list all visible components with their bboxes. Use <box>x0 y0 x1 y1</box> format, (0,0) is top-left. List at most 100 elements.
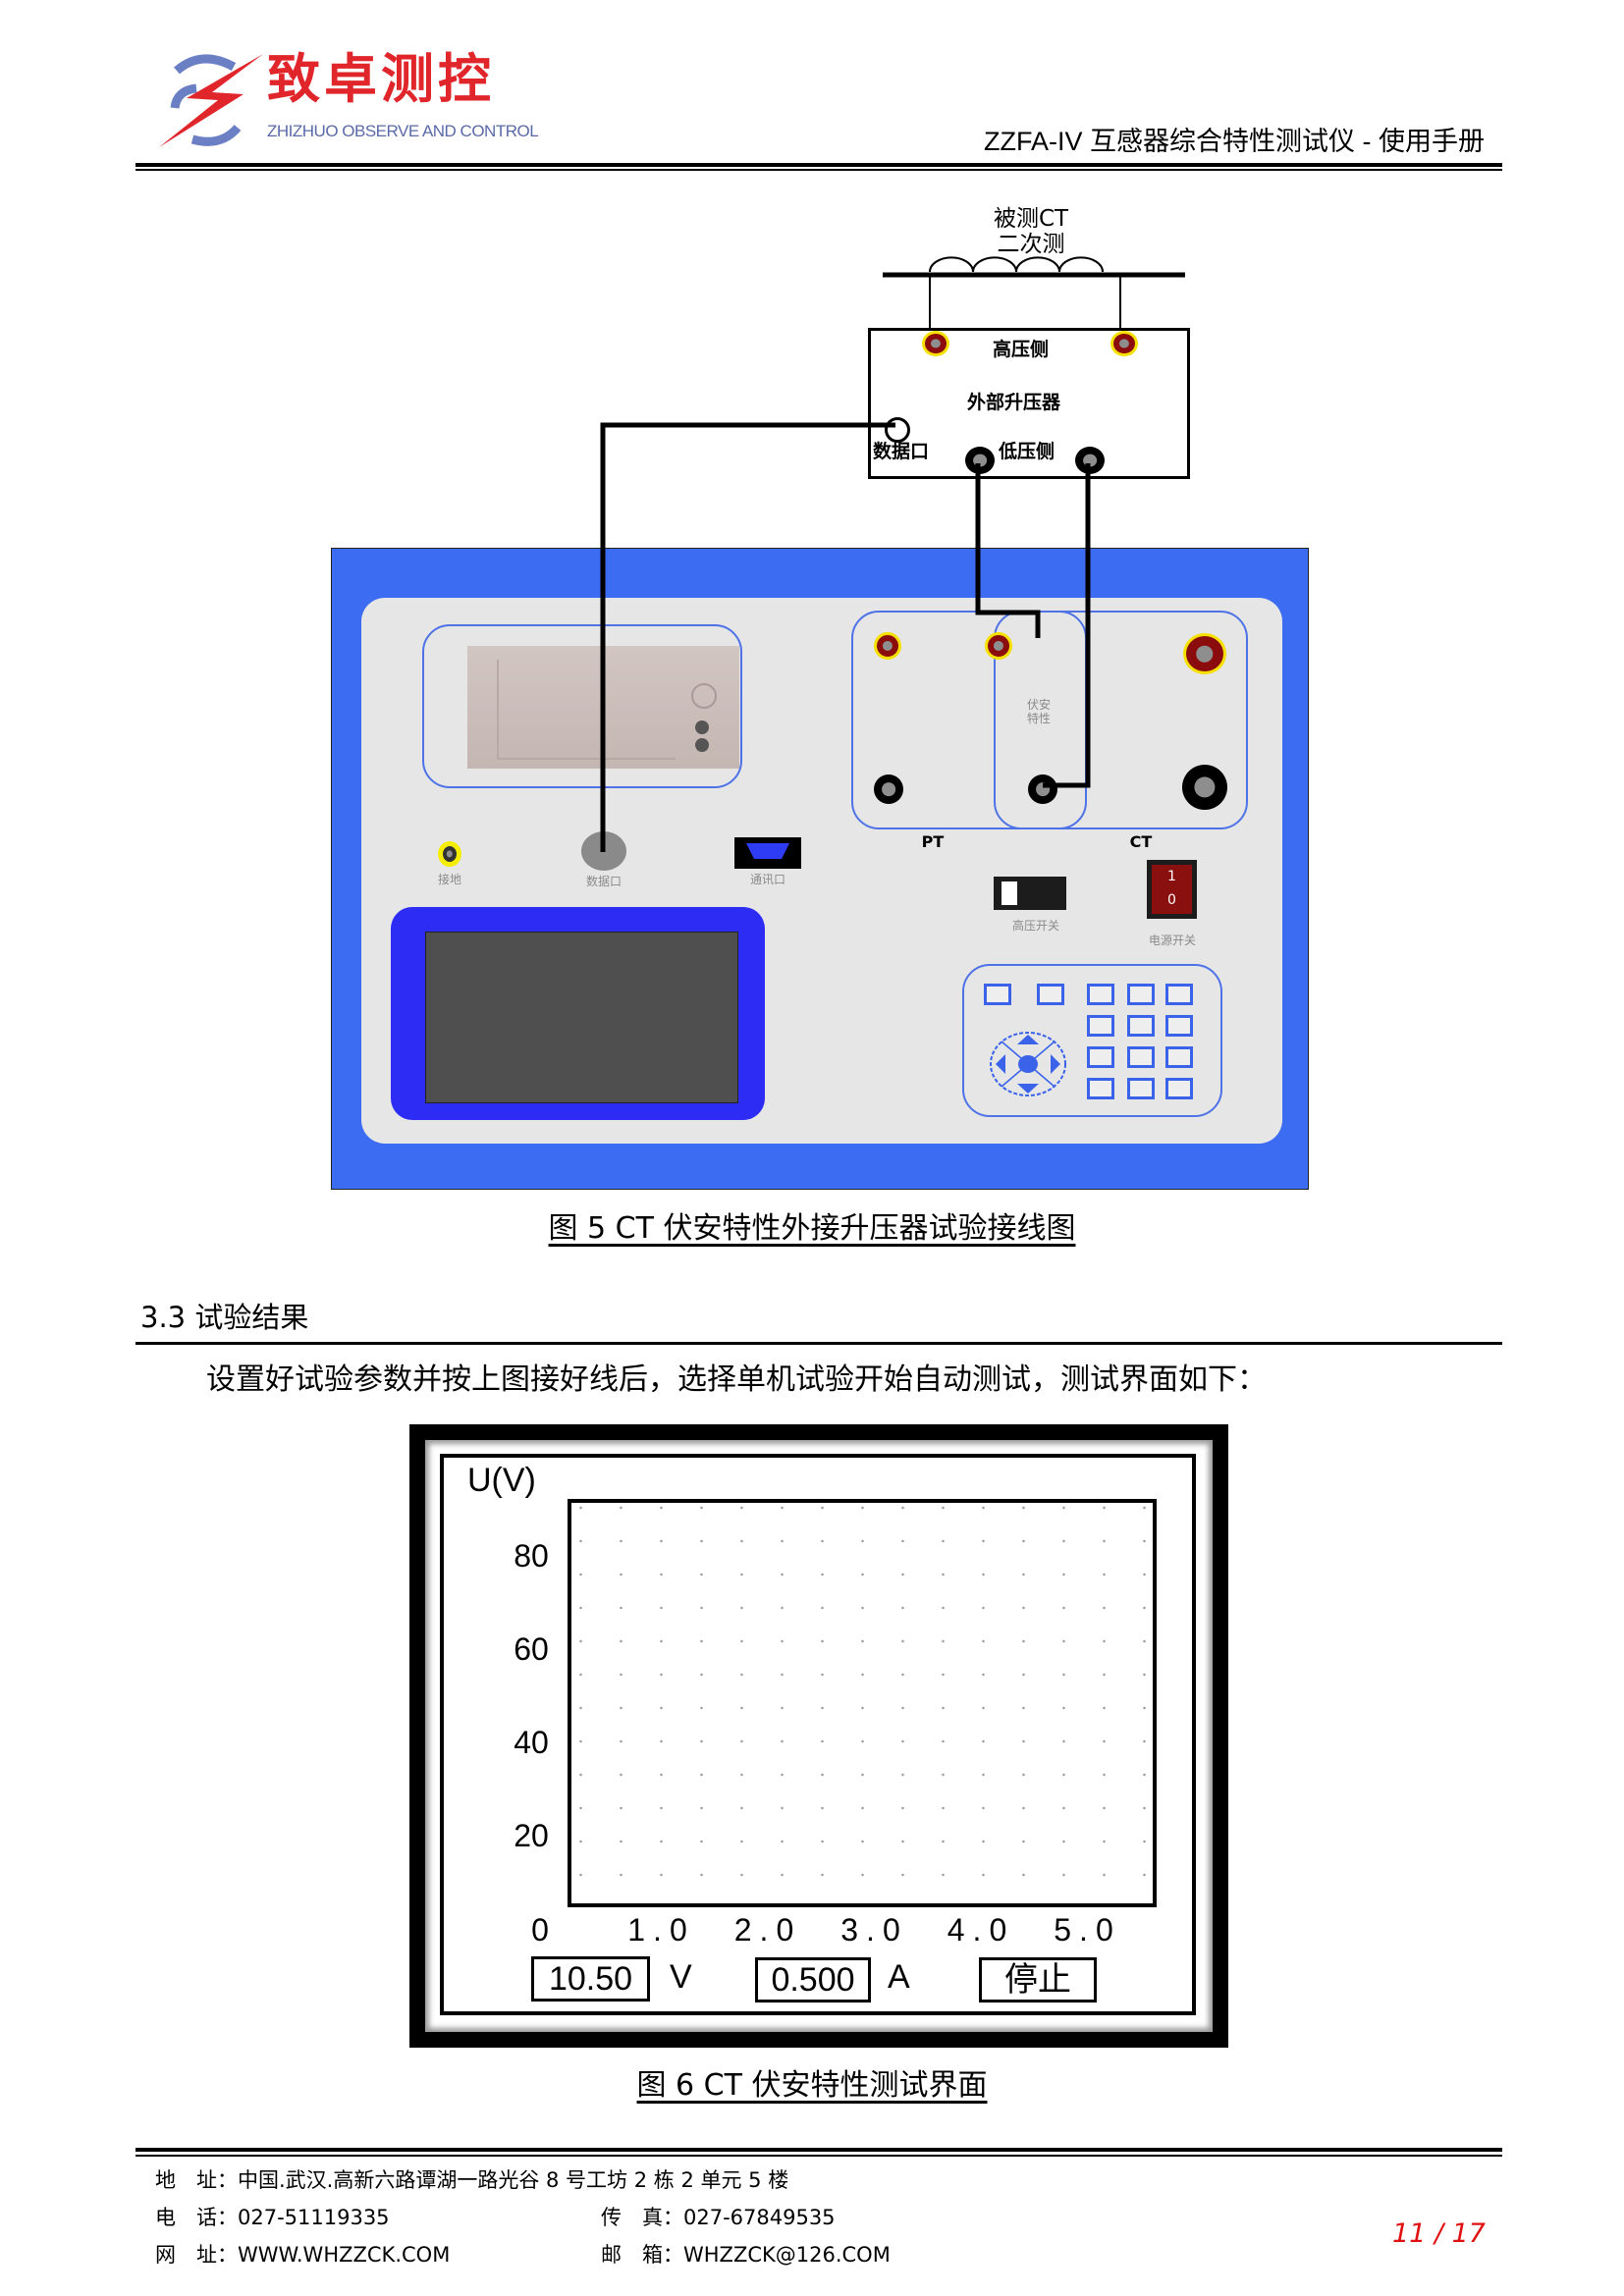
comm-port-label: 通讯口 <box>749 873 786 886</box>
header-divider <box>135 169 1502 171</box>
keypad-key[interactable] <box>1165 1015 1193 1037</box>
comm-port-icon <box>746 843 789 859</box>
keypad <box>962 964 1222 1117</box>
keypad-key[interactable] <box>1127 984 1155 1005</box>
hv-switch[interactable] <box>994 877 1066 910</box>
printer-button[interactable] <box>691 683 717 709</box>
data-port-label: 数据口 <box>585 875 623 888</box>
hv-terminal[interactable] <box>922 331 949 356</box>
keypad-key[interactable] <box>1127 1046 1155 1068</box>
keypad-key[interactable] <box>1127 1015 1155 1037</box>
company-logo <box>157 49 265 152</box>
keypad-function-key[interactable] <box>984 984 1011 1005</box>
stop-button[interactable]: 停止 <box>979 1957 1097 2002</box>
printer <box>467 646 739 769</box>
footer-fax: 传 真：027-67849535 <box>601 2204 836 2231</box>
web-label: 网 址： <box>155 2243 238 2267</box>
keypad-key[interactable] <box>1165 984 1193 1005</box>
pt-terminal[interactable] <box>874 774 903 804</box>
plot-area <box>568 1499 1157 1907</box>
booster-title: 外部升压器 <box>967 392 1061 413</box>
address-value: 中国.武汉.高新六路谭湖一路光谷 8 号工坊 2 栋 2 单元 5 楼 <box>238 2168 789 2192</box>
web-link[interactable]: WWW.WHZZCK.COM <box>238 2243 451 2267</box>
logo-mark-icon <box>159 54 263 147</box>
ct-terminal[interactable] <box>1182 765 1227 810</box>
hv-switch-label: 高压开关 <box>1011 919 1060 933</box>
booster-data-port[interactable] <box>885 417 910 443</box>
hv-switch-knob <box>1001 881 1017 905</box>
lcd-screen <box>425 932 738 1103</box>
current-readout: 0.500 <box>755 1957 871 2002</box>
y-tick-label: 40 <box>514 1725 549 1760</box>
power-off-mark: 0 <box>1167 892 1176 908</box>
keypad-key[interactable] <box>1087 1015 1114 1037</box>
phone-value: 027-51119335 <box>238 2206 390 2229</box>
comm-port[interactable] <box>734 837 801 869</box>
keypad-key[interactable] <box>1087 1046 1114 1068</box>
booster-data-port-label: 数据口 <box>873 441 930 462</box>
x-tick-label: 2.0 <box>733 1912 802 1948</box>
printer-button[interactable] <box>695 721 709 734</box>
figure5-caption-text: 图 5 CT 伏安特性外接升压器试验接线图 <box>548 1211 1076 1246</box>
direction-pad-icon[interactable] <box>988 1030 1068 1098</box>
hv-terminal[interactable] <box>1110 331 1138 356</box>
document-title: ZZFA-IV 互感器综合特性测试仪 - 使用手册 <box>984 127 1485 156</box>
x-tick-label: 1.0 <box>627 1912 695 1948</box>
ct-label: CT <box>1129 832 1153 851</box>
keypad-key[interactable] <box>1087 1078 1114 1099</box>
data-port[interactable] <box>581 831 626 871</box>
external-booster: 高压侧 外部升压器 数据口 低压侧 <box>868 328 1190 479</box>
fax-value: 027-67849535 <box>683 2206 836 2229</box>
x-tick-label: 4.0 <box>947 1912 1015 1948</box>
address-label: 地 址： <box>155 2168 238 2192</box>
email-link[interactable]: WHZZCK@126.COM <box>683 2243 891 2267</box>
current-unit: A <box>888 1958 910 1996</box>
section-paragraph: 设置好试验参数并按上图接好线后，选择单机试验开始自动测试，测试界面如下： <box>206 1362 1267 1397</box>
va-terminal[interactable] <box>1028 774 1057 804</box>
page-number: 11 / 17 <box>1392 2218 1486 2249</box>
lv-terminal[interactable] <box>1075 447 1105 474</box>
keypad-function-key[interactable] <box>1087 984 1114 1005</box>
y-tick-label: 20 <box>514 1818 549 1853</box>
va-terminal[interactable] <box>985 632 1012 660</box>
voltage-readout: 10.50 <box>531 1956 650 2002</box>
printer-button[interactable] <box>695 738 709 752</box>
ground-label: 接地 <box>437 873 462 886</box>
ct-label-line1: 被测CT <box>993 206 1069 232</box>
fax-label: 传 真： <box>601 2206 683 2229</box>
keypad-function-key[interactable] <box>1037 984 1064 1005</box>
keypad-key[interactable] <box>1127 1078 1155 1099</box>
power-switch-label: 电源开关 <box>1148 934 1197 947</box>
instrument-panel: 伏安特性 PT CT 接地 数据口 通讯口 高压开关 1 0 电源开关 <box>331 548 1309 1190</box>
hv-side-label: 高压侧 <box>993 339 1050 360</box>
footer-divider <box>135 2148 1502 2152</box>
section-divider <box>135 1342 1502 1345</box>
x-tick-label: 5.0 <box>1054 1912 1121 1948</box>
ct-winding-icon <box>883 256 1185 329</box>
power-on-mark: 1 <box>1167 869 1176 884</box>
footer-web: 网 址：WWW.WHZZCK.COM <box>155 2241 450 2269</box>
logo-text-en: ZHIZHUO OBSERVE AND CONTROL <box>267 122 539 140</box>
ct-terminal[interactable] <box>1183 633 1226 674</box>
keypad-key[interactable] <box>1165 1078 1193 1099</box>
lv-side-label: 低压侧 <box>999 441 1056 462</box>
lv-terminal[interactable] <box>965 447 995 474</box>
x-tick-label: 0 <box>531 1912 549 1948</box>
lcd-bezel <box>391 907 765 1120</box>
footer-phone: 电 话：027-51119335 <box>155 2204 390 2231</box>
y-tick-label: 60 <box>514 1631 549 1667</box>
ground-terminal[interactable] <box>438 841 461 867</box>
power-switch[interactable]: 1 0 <box>1147 860 1197 919</box>
email-label: 邮 箱： <box>601 2243 683 2267</box>
pt-terminal[interactable] <box>874 632 901 660</box>
figure6-caption-text: 图 6 CT 伏安特性测试界面 <box>636 2068 988 2103</box>
header-divider <box>135 163 1502 167</box>
logo-text-cn: 致卓测控 <box>267 48 495 110</box>
x-tick-label: 3.0 <box>840 1912 908 1948</box>
phone-label: 电 话： <box>155 2206 238 2229</box>
ct-label-line2: 二次测 <box>997 232 1065 257</box>
keypad-key[interactable] <box>1165 1046 1193 1068</box>
figure6-caption: 图 6 CT 伏安特性测试界面 <box>0 2066 1624 2106</box>
ct-label: 被测CT 二次测 <box>972 206 1090 257</box>
printer-slot <box>497 660 676 760</box>
